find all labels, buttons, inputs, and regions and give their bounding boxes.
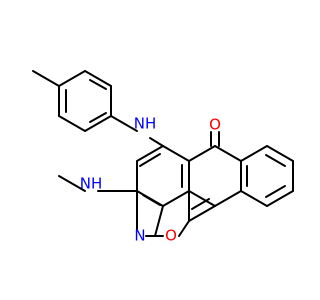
bond bbox=[136, 145, 164, 162]
atom-labels: NH NH O N O bbox=[80, 115, 221, 245]
molecule-structure: NH NH O N O bbox=[32, 70, 294, 245]
bond bbox=[240, 190, 268, 207]
bond bbox=[89, 112, 107, 123]
bond bbox=[188, 190, 216, 207]
bond bbox=[162, 145, 190, 162]
bond bbox=[162, 190, 190, 207]
amine-left-label: NH bbox=[80, 175, 103, 193]
bond bbox=[265, 185, 286, 198]
bond bbox=[191, 198, 210, 210]
amine-top-label: NH bbox=[134, 115, 157, 133]
bond bbox=[84, 70, 112, 87]
isoxazole-oxygen-label: O bbox=[165, 227, 177, 245]
bond-nh-ring bbox=[149, 137, 164, 147]
bond bbox=[142, 194, 161, 206]
bond bbox=[240, 145, 268, 162]
bond bbox=[154, 205, 164, 237]
bond bbox=[178, 220, 190, 237]
bond bbox=[265, 154, 286, 167]
bonds bbox=[32, 70, 294, 237]
bond bbox=[266, 145, 294, 162]
bond bbox=[188, 145, 216, 162]
isoxazole-nitrogen-label: N bbox=[134, 227, 145, 245]
bond bbox=[266, 190, 294, 207]
bond bbox=[188, 205, 216, 222]
bond bbox=[89, 79, 107, 90]
bond bbox=[139, 153, 161, 167]
bond bbox=[84, 115, 112, 132]
bond bbox=[58, 115, 86, 132]
bond bbox=[214, 190, 242, 207]
structure-canvas: NH NH O N O bbox=[32, 70, 294, 245]
bond-tolyl-nh bbox=[110, 115, 138, 132]
bond-methyl-tolyl bbox=[32, 70, 60, 87]
bond-methyl-nh bbox=[58, 175, 86, 192]
bond bbox=[214, 145, 242, 162]
bond bbox=[58, 70, 86, 87]
ketone-oxygen-label: O bbox=[209, 116, 221, 134]
